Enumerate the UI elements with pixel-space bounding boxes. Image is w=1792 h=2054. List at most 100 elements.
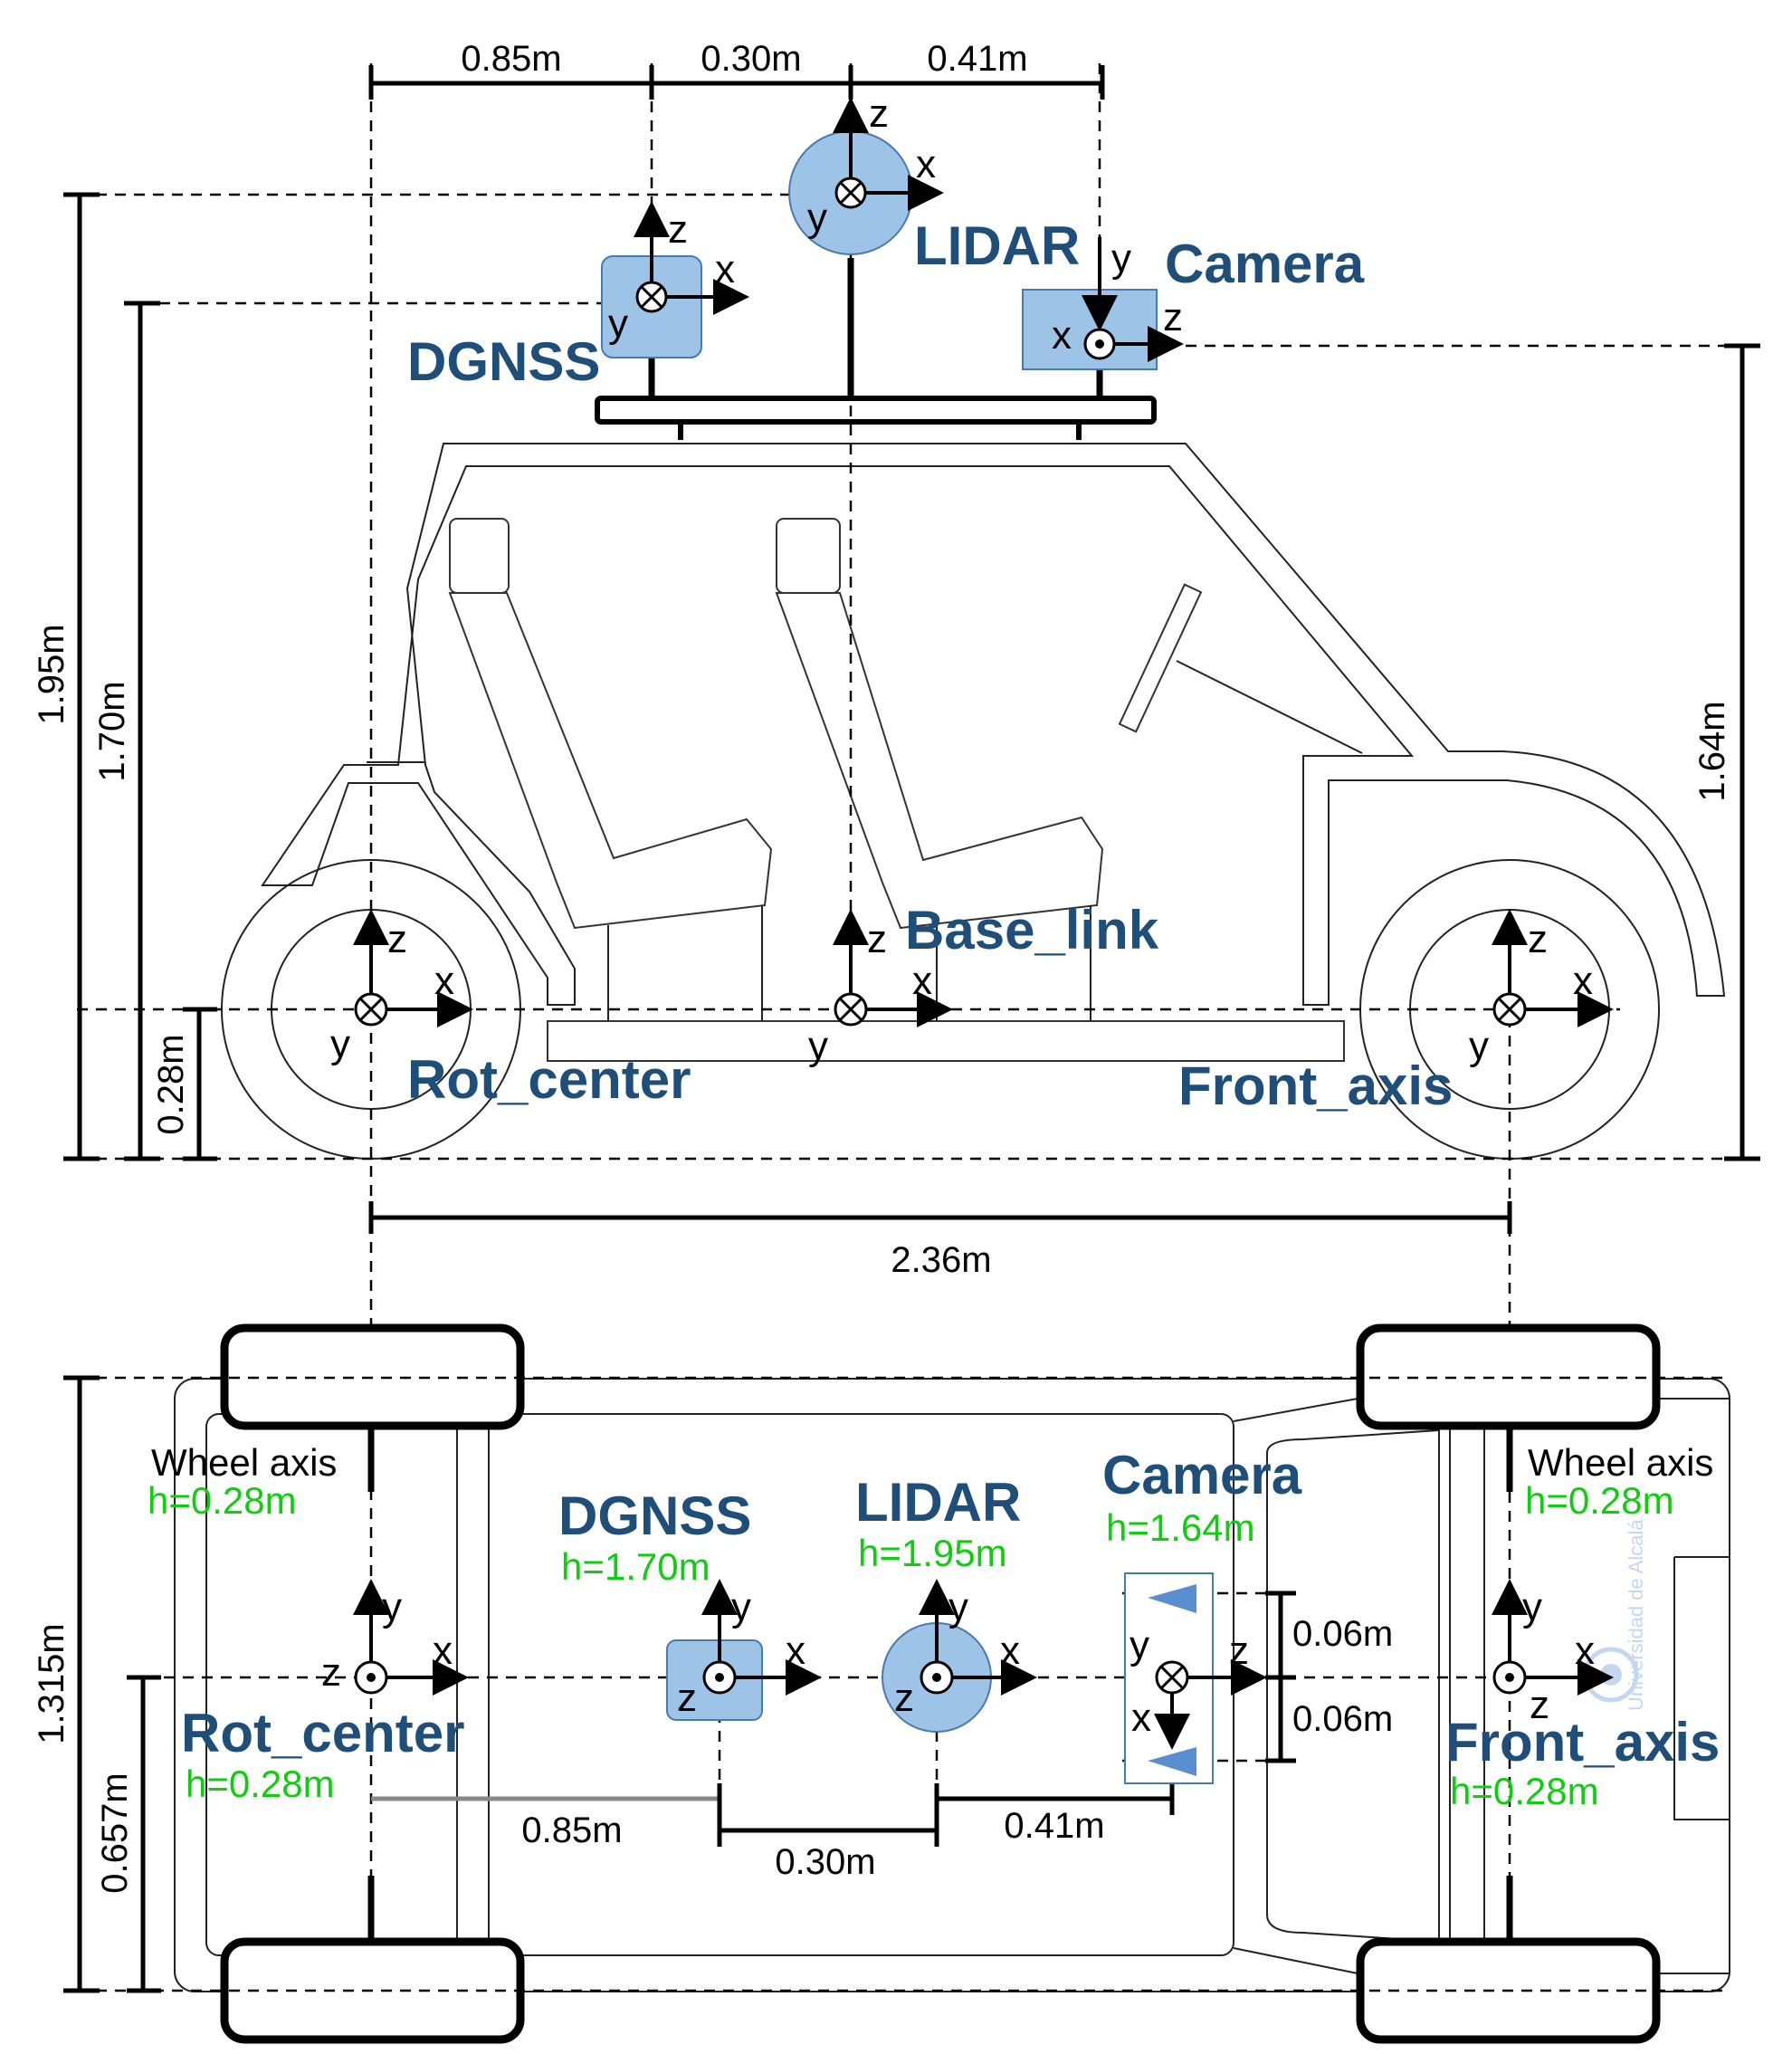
front-axis-label-side: Front_axis bbox=[1178, 1056, 1453, 1116]
rear-seat-headrest bbox=[449, 518, 510, 594]
dim-top-rot-dgnss: 0.85m bbox=[461, 39, 561, 79]
rot-center-height-top: h=0.28m bbox=[186, 1763, 335, 1805]
wheel-axis-height-right: h=0.28m bbox=[1525, 1479, 1674, 1522]
dim-top-lidar-camera: 0.41m bbox=[927, 39, 1027, 79]
watermark-text: Universidad de Alcalá bbox=[1625, 1519, 1647, 1711]
top-dimensions: 0.85m 0.30m 0.41m bbox=[368, 39, 1105, 100]
camera-top-axis-y: y bbox=[1130, 1623, 1149, 1667]
front-axis-height-top: h=0.28m bbox=[1450, 1770, 1599, 1812]
camera-height-top: h=1.64m bbox=[1106, 1506, 1255, 1549]
camera-body bbox=[1022, 289, 1158, 370]
front-axis-label-top: Front_axis bbox=[1445, 1712, 1720, 1772]
lidar-top-axis-x: x bbox=[1000, 1629, 1020, 1673]
camera-axis-y: y bbox=[1111, 236, 1131, 281]
wheel-axis-label-right: Wheel axis bbox=[1528, 1441, 1713, 1484]
rot-axis-x: x bbox=[434, 959, 454, 1003]
dgnss-axis-y: y bbox=[608, 301, 628, 346]
rot-center-frame-side: z x y Rot_center bbox=[330, 909, 691, 1110]
lidar-top-axis-y: y bbox=[948, 1585, 968, 1629]
front-axis-z: z bbox=[1528, 917, 1548, 961]
dim-wheelbase: 2.36m bbox=[891, 1240, 991, 1280]
lidar-height-top: h=1.95m bbox=[858, 1532, 1007, 1574]
base-link-frame: z x y Base_link bbox=[808, 900, 1159, 1068]
university-logo-watermark: Universidad de Alcalá bbox=[1583, 1519, 1647, 1711]
wheelbase-dimension: 2.36m bbox=[368, 1201, 1512, 1280]
rot-top-axis-z: z bbox=[321, 1650, 341, 1695]
rot-center-label-top: Rot_center bbox=[181, 1703, 464, 1763]
dgnss-top-axis-x: x bbox=[786, 1629, 805, 1673]
right-height-dimension: 1.64m bbox=[1692, 343, 1760, 1161]
camera-axis-z: z bbox=[1163, 295, 1183, 339]
lidar-axis-y: y bbox=[807, 196, 827, 240]
dgnss-top-axis-y: y bbox=[731, 1585, 751, 1629]
front-top-axis-z: z bbox=[1530, 1683, 1549, 1727]
dim-half-width: 0.657m bbox=[95, 1772, 135, 1893]
dgnss-axis-z: z bbox=[668, 207, 688, 252]
lidar-top-axis-z: z bbox=[894, 1676, 914, 1720]
wheel-axis-label-left: Wheel axis bbox=[151, 1441, 337, 1484]
dgnss-top-axis-z: z bbox=[677, 1676, 697, 1720]
dgnss-label-top: DGNSS bbox=[558, 1486, 751, 1546]
left-height-dimensions: 1.95m 1.70m 0.28m bbox=[32, 192, 217, 1161]
camera-axis-x: x bbox=[1052, 313, 1072, 358]
top-left-dimensions: 1.315m 0.657m bbox=[32, 1375, 161, 1993]
dim-lidar-height: 1.95m bbox=[32, 624, 71, 724]
dim-bottom-lidar-camera: 0.41m bbox=[1004, 1806, 1104, 1846]
wheel-axis-height-left: h=0.28m bbox=[148, 1479, 297, 1522]
dim-camera-offset-right: 0.06m bbox=[1292, 1699, 1393, 1739]
dim-vehicle-width: 1.315m bbox=[32, 1623, 71, 1744]
camera-label-side: Camera bbox=[1165, 234, 1365, 294]
dim-bottom-dgnss-lidar: 0.30m bbox=[775, 1842, 875, 1882]
lidar-label-side: LIDAR bbox=[914, 215, 1080, 276]
camera-top-axis-z: z bbox=[1229, 1629, 1249, 1673]
rot-center-label-side: Rot_center bbox=[407, 1049, 691, 1110]
dim-axle-height: 0.28m bbox=[151, 1034, 191, 1134]
rot-center-frame-top: y x z Rot_center h=0.28m bbox=[181, 1579, 469, 1805]
lidar-label-top: LIDAR bbox=[855, 1472, 1021, 1533]
base-axis-y: y bbox=[808, 1024, 828, 1068]
base-axis-z: z bbox=[867, 917, 887, 961]
lidar-axis-x: x bbox=[916, 142, 936, 186]
front-seat bbox=[775, 592, 1104, 930]
dgnss-top: y x z DGNSS h=1.70m bbox=[558, 1486, 822, 1721]
lidar-side: z x y LIDAR bbox=[788, 91, 1080, 400]
base-link-label: Base_link bbox=[905, 900, 1159, 960]
front-top-axis-y: y bbox=[1522, 1585, 1542, 1629]
front-axis-x: x bbox=[1573, 959, 1593, 1003]
lidar-top: y x z LIDAR h=1.95m bbox=[855, 1472, 1037, 1733]
front-axis-frame-side: z x y Front_axis bbox=[1178, 909, 1614, 1116]
vehicle-floor bbox=[547, 1020, 1345, 1062]
dim-camera-height: 1.64m bbox=[1692, 701, 1732, 801]
rot-top-axis-y: y bbox=[382, 1585, 402, 1629]
dgnss-label-side: DGNSS bbox=[407, 331, 600, 392]
roof-rack bbox=[595, 396, 1157, 425]
rear-seat bbox=[448, 592, 773, 930]
rot-top-axis-x: x bbox=[433, 1629, 453, 1673]
top-view: 1.315m 0.657m 0.85m 0.30m 0.41m 0.06m 0.… bbox=[32, 1323, 1730, 2044]
dgnss-side: z x y DGNSS bbox=[407, 201, 749, 400]
dim-dgnss-height: 1.70m bbox=[92, 681, 132, 781]
camera-offset-dimensions: 0.06m 0.06m bbox=[1265, 1591, 1393, 1763]
front-seat-headrest bbox=[776, 518, 841, 594]
camera-top-axis-x: x bbox=[1131, 1696, 1151, 1740]
side-dashed-lines bbox=[77, 63, 1765, 2037]
steering-wheel bbox=[1118, 583, 1203, 733]
front-axis-frame-top: Universidad de Alcalá y x z Front_axis h… bbox=[1445, 1519, 1720, 1812]
front-top-axis-x: x bbox=[1575, 1629, 1595, 1673]
camera-side: y z x Camera bbox=[1022, 234, 1365, 400]
base-axis-x: x bbox=[912, 959, 932, 1003]
front-axis-y: y bbox=[1469, 1024, 1489, 1068]
dim-camera-offset-left: 0.06m bbox=[1292, 1614, 1393, 1654]
dim-bottom-rot-dgnss: 0.85m bbox=[521, 1810, 622, 1850]
lidar-axis-z: z bbox=[869, 91, 889, 136]
vehicle-body-side bbox=[221, 396, 1726, 1160]
rot-axis-z: z bbox=[387, 917, 407, 961]
camera-top: y z x Camera h=1.64m bbox=[1102, 1445, 1302, 1784]
dgnss-height-top: h=1.70m bbox=[561, 1545, 710, 1588]
top-bottom-dimensions: 0.85m 0.30m 0.41m bbox=[371, 1783, 1175, 1882]
side-view: 0.85m 0.30m 0.41m 1.95m 1.70m 0.28m 1.64… bbox=[32, 39, 1765, 2037]
camera-label-top: Camera bbox=[1102, 1445, 1302, 1505]
rot-axis-y: y bbox=[330, 1022, 350, 1066]
